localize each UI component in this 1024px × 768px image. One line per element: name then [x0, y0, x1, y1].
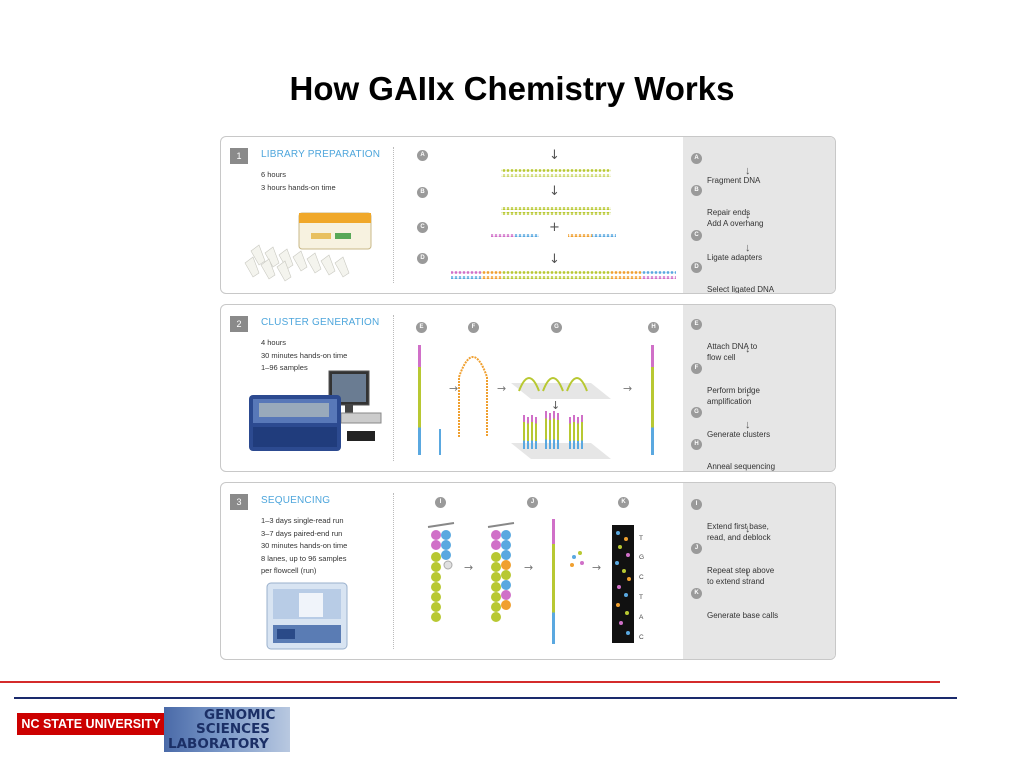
step-text: I Extend first base, read, and deblock [691, 499, 771, 543]
step-letter-icon: K [691, 588, 702, 599]
panel-info: 6 hours 3 hours hands-on time [261, 170, 336, 192]
step-letter-icon: E [691, 319, 702, 330]
panel-info: 4 hours 30 minutes hands-on time 1–96 sa… [261, 338, 348, 372]
down-arrow-icon: ↓ [745, 419, 751, 431]
step-number-badge: 2 [230, 316, 248, 332]
base-call-label: G [639, 554, 645, 561]
panel-title: LIBRARY PREPARATION [261, 149, 381, 160]
base-call-label: C [639, 634, 644, 641]
footer-blue-rule [14, 697, 957, 699]
step-text: J Repeat step above to extend strand [691, 543, 774, 587]
panel-sequencing: 3 SEQUENCING 1–3 days single-read run 3–… [220, 482, 836, 660]
panel-info: 1–3 days single-read run 3–7 days paired… [261, 516, 348, 575]
svg-text:→: → [449, 382, 458, 395]
svg-text:+: + [549, 220, 560, 235]
sequencer-illustration [266, 582, 348, 650]
svg-text:→: → [623, 382, 632, 395]
down-arrow-icon: ↓ [745, 387, 751, 399]
genomic-sciences-laboratory-logo: GENOMIC SCIENCES LABORATORY [164, 707, 290, 752]
down-arrow-icon: ↓ [745, 567, 751, 579]
panel-divider [393, 315, 394, 461]
step-letter-icon: D [691, 262, 702, 273]
step-number-badge: 1 [230, 148, 248, 164]
step-letter-icon: J [527, 497, 538, 508]
panel-cluster-generation: 2 CLUSTER GENERATION 4 hours 30 minutes … [220, 304, 836, 472]
base-call-label: T [639, 535, 643, 542]
step-text: F Perform bridge amplification [691, 363, 760, 407]
down-arrow-icon: ↓ [745, 523, 751, 535]
svg-text:↓: ↓ [551, 399, 560, 412]
steps-sidebar: I Extend first base, read, and deblock ↓… [683, 483, 835, 659]
svg-text:↓: ↓ [549, 252, 560, 267]
step-letter-icon: I [691, 499, 702, 510]
step-letter-icon: K [618, 497, 629, 508]
cluster-station-illustration [249, 370, 382, 451]
step-text: D Select ligated DNA [691, 262, 774, 293]
nc-state-university-logo: NC STATE UNIVERSITY [17, 713, 165, 735]
footer-red-rule [0, 681, 940, 683]
down-arrow-icon: ↓ [745, 242, 751, 254]
base-call-label: A [639, 614, 644, 621]
step-text: B Repair ends Add A overhang [691, 185, 764, 229]
svg-text:→: → [464, 561, 473, 574]
panel-library-preparation: 1 LIBRARY PREPARATION 6 hours 3 hours ha… [220, 136, 836, 294]
step-letter-icon: F [468, 322, 479, 333]
step-letter-icon: C [691, 230, 702, 241]
step-letter-icon: H [691, 439, 702, 450]
step-letter-icon: G [551, 322, 562, 333]
steps-sidebar: A Fragment DNA ↓ B Repair ends Add A ove… [683, 137, 835, 293]
step-text: H Anneal sequencing primer [691, 439, 775, 471]
svg-text:↓: ↓ [549, 148, 560, 163]
step-letter-icon: J [691, 543, 702, 554]
step-letter-icon: E [416, 322, 427, 333]
down-arrow-icon: ↓ [745, 209, 751, 221]
step-letter-icon: A [417, 150, 428, 161]
step-letter-icon: I [435, 497, 446, 508]
panel-title: SEQUENCING [261, 495, 331, 506]
down-arrow-icon: ↓ [745, 343, 751, 355]
panel-divider [393, 493, 394, 649]
base-call-label: C [639, 574, 644, 581]
down-arrow-icon: ↓ [745, 165, 751, 177]
svg-text:↓: ↓ [549, 184, 560, 199]
slide-title: How GAIIx Chemistry Works [289, 70, 735, 107]
step-letter-icon: F [691, 363, 702, 374]
step-letter-icon: G [691, 407, 702, 418]
panel-divider [393, 147, 394, 283]
step-letter-icon: D [417, 253, 428, 264]
step-letter-icon: B [417, 187, 428, 198]
svg-text:→: → [524, 561, 533, 574]
step-letter-icon: A [691, 153, 702, 164]
step-number-badge: 3 [230, 494, 248, 510]
step-text: C Ligate adapters [691, 230, 762, 263]
step-text: A Fragment DNA [691, 153, 760, 186]
cluster-generation-diagram: → → ↓ → [418, 345, 654, 459]
library-prep-dna-diagram: ↓ ↓ + ↓ [451, 148, 676, 279]
step-text: K Generate base calls [691, 588, 778, 621]
panel-title: CLUSTER GENERATION [261, 317, 380, 328]
svg-text:→: → [592, 561, 601, 574]
svg-text:→: → [497, 382, 506, 395]
step-letter-icon: B [691, 185, 702, 196]
step-letter-icon: C [417, 222, 428, 233]
steps-sidebar: E Attach DNA to flow cell ↓ F Perform br… [683, 305, 835, 471]
base-call-label: T [639, 594, 643, 601]
step-letter-icon: H [648, 322, 659, 333]
step-text: E Attach DNA to flow cell [691, 319, 757, 363]
library-prep-kit-illustration [244, 212, 372, 282]
sequencing-diagram: → → → [427, 519, 634, 644]
step-text: G Generate clusters [691, 407, 770, 440]
